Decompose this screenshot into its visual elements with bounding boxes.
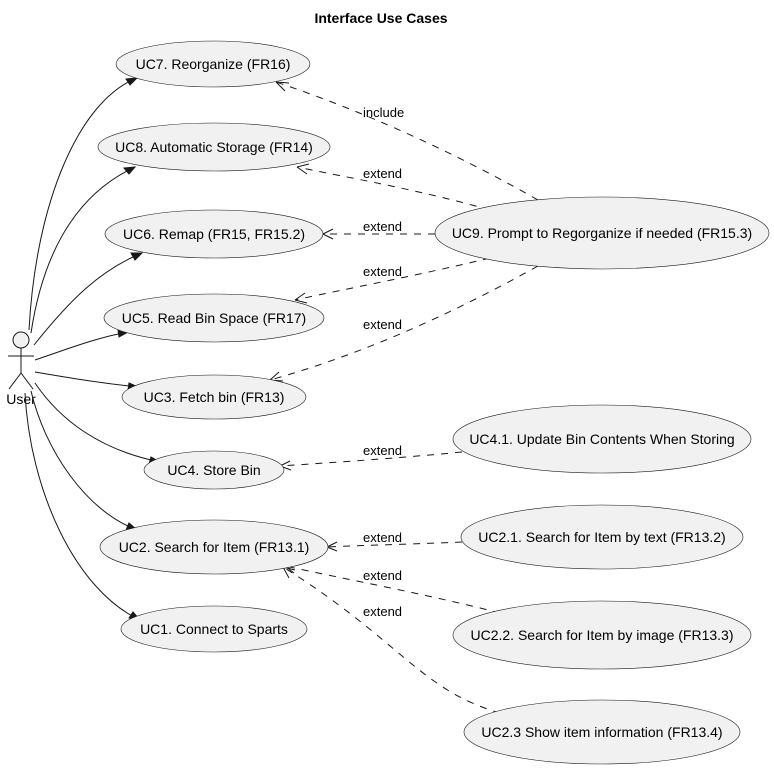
actor-label: User xyxy=(6,391,36,407)
association-uc2 xyxy=(30,390,139,531)
use-case-uc6: UC6. Remap (FR15, FR15.2) xyxy=(104,209,324,259)
relation-label-extend-uc3: extend xyxy=(363,317,402,332)
relation-label-extend-uc6: extend xyxy=(363,219,402,234)
relation-label-extend-uc8: extend xyxy=(363,166,402,181)
use-case-label-uc22: UC2.2. Search for Item by image (FR13.3) xyxy=(471,627,734,643)
use-case-uc41: UC4.1. Update Bin Contents When Storing xyxy=(452,404,752,474)
use-case-uc23: UC2.3 Show item information (FR13.4) xyxy=(463,699,741,765)
use-case-label-uc3: UC3. Fetch bin (FR13) xyxy=(144,389,285,405)
use-case-label-uc23: UC2.3 Show item information (FR13.4) xyxy=(481,724,722,740)
relation-uc9-uc7 xyxy=(275,81,539,201)
association-uc7 xyxy=(28,77,139,331)
use-case-uc22: UC2.2. Search for Item by image (FR13.3) xyxy=(452,600,752,670)
diagram-title: Interface Use Cases xyxy=(314,10,447,26)
relation-label-extend-uc21: extend xyxy=(363,530,402,545)
use-case-uc1: UC1. Connect to Sparts xyxy=(120,605,308,653)
use-case-uc8: UC8. Automatic Storage (FR14) xyxy=(97,122,331,172)
association-uc8 xyxy=(30,166,137,334)
use-case-uc4: UC4. Store Bin xyxy=(143,450,285,490)
relation-uc9-uc5 xyxy=(294,257,491,304)
association-uc3 xyxy=(34,371,140,391)
use-case-uc9: UC9. Prompt to Regorganize if needed (FR… xyxy=(434,196,770,270)
user-actor xyxy=(8,331,34,390)
use-case-label-uc5: UC5. Read Bin Space (FR17) xyxy=(122,310,306,326)
use-case-label-uc6: UC6. Remap (FR15, FR15.2) xyxy=(123,226,305,242)
relation-uc9-uc8 xyxy=(296,163,491,211)
use-case-label-uc1: UC1. Connect to Sparts xyxy=(140,621,288,637)
use-case-uc2: UC2. Search for Item (FR13.1) xyxy=(99,519,329,575)
use-case-label-uc4: UC4. Store Bin xyxy=(167,462,260,478)
relation-uc21-uc2 xyxy=(326,541,463,552)
relation-label-include: include xyxy=(363,105,404,120)
use-case-label-uc21: UC2.1. Search for Item by text (FR13.2) xyxy=(478,529,725,545)
use-case-label-uc2: UC2. Search for Item (FR13.1) xyxy=(119,539,310,555)
relation-label-extend-uc4: extend xyxy=(363,443,402,458)
relation-label-extend-uc22: extend xyxy=(363,568,402,583)
use-case-label-uc41: UC4.1. Update Bin Contents When Storing xyxy=(469,431,734,447)
relation-uc9-uc6 xyxy=(322,228,435,240)
use-case-uc21: UC2.1. Search for Item by text (FR13.2) xyxy=(460,504,744,570)
association-uc6 xyxy=(33,252,144,346)
relation-label-extend-uc5: extend xyxy=(363,264,402,279)
use-case-uc7: UC7. Reorganize (FR16) xyxy=(115,40,311,88)
use-case-label-uc8: UC8. Automatic Storage (FR14) xyxy=(115,139,313,155)
use-case-label-uc9: UC9. Prompt to Regorganize if needed (FR… xyxy=(452,225,752,241)
relation-label-extend-uc23: extend xyxy=(363,604,402,619)
use-case-uc5: UC5. Read Bin Space (FR17) xyxy=(103,293,325,343)
use-case-uc3: UC3. Fetch bin (FR13) xyxy=(121,374,307,420)
use-case-label-uc7: UC7. Reorganize (FR16) xyxy=(136,56,291,72)
association-uc5 xyxy=(34,329,130,361)
